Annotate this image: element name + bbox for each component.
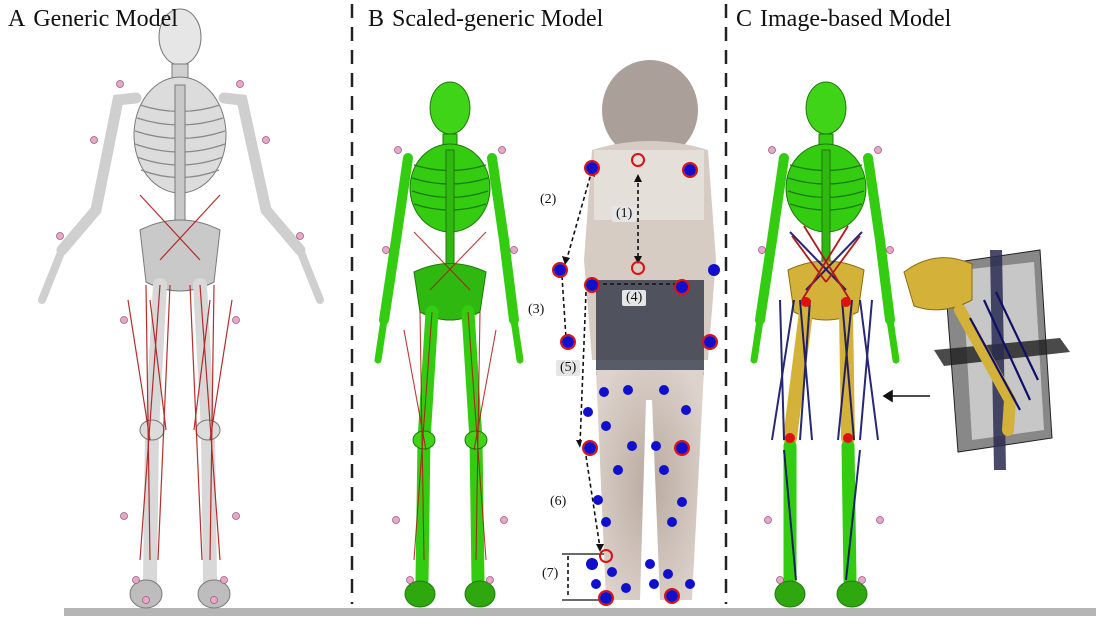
measurement-label-5: (5) — [556, 360, 580, 376]
mri-inset — [904, 250, 1070, 470]
measurement-label-3: (3) — [528, 302, 544, 318]
skull — [806, 82, 846, 134]
measurement-label-1: (1) — [612, 206, 636, 222]
ground-line — [64, 608, 1096, 616]
skeleton-generic — [42, 9, 320, 608]
measurement-label-7: (7) — [542, 566, 558, 582]
skeleton-image-based — [754, 82, 896, 607]
skeleton-scaled — [378, 82, 520, 607]
measurement-label-2: (2) — [540, 192, 556, 208]
pelvis — [140, 220, 220, 291]
inset-pointer-arrow — [884, 391, 930, 401]
pelvis — [414, 264, 486, 321]
measurement-label-4: (4) — [622, 290, 646, 306]
measurement-label-6: (6) — [550, 494, 566, 510]
skull — [430, 82, 470, 134]
